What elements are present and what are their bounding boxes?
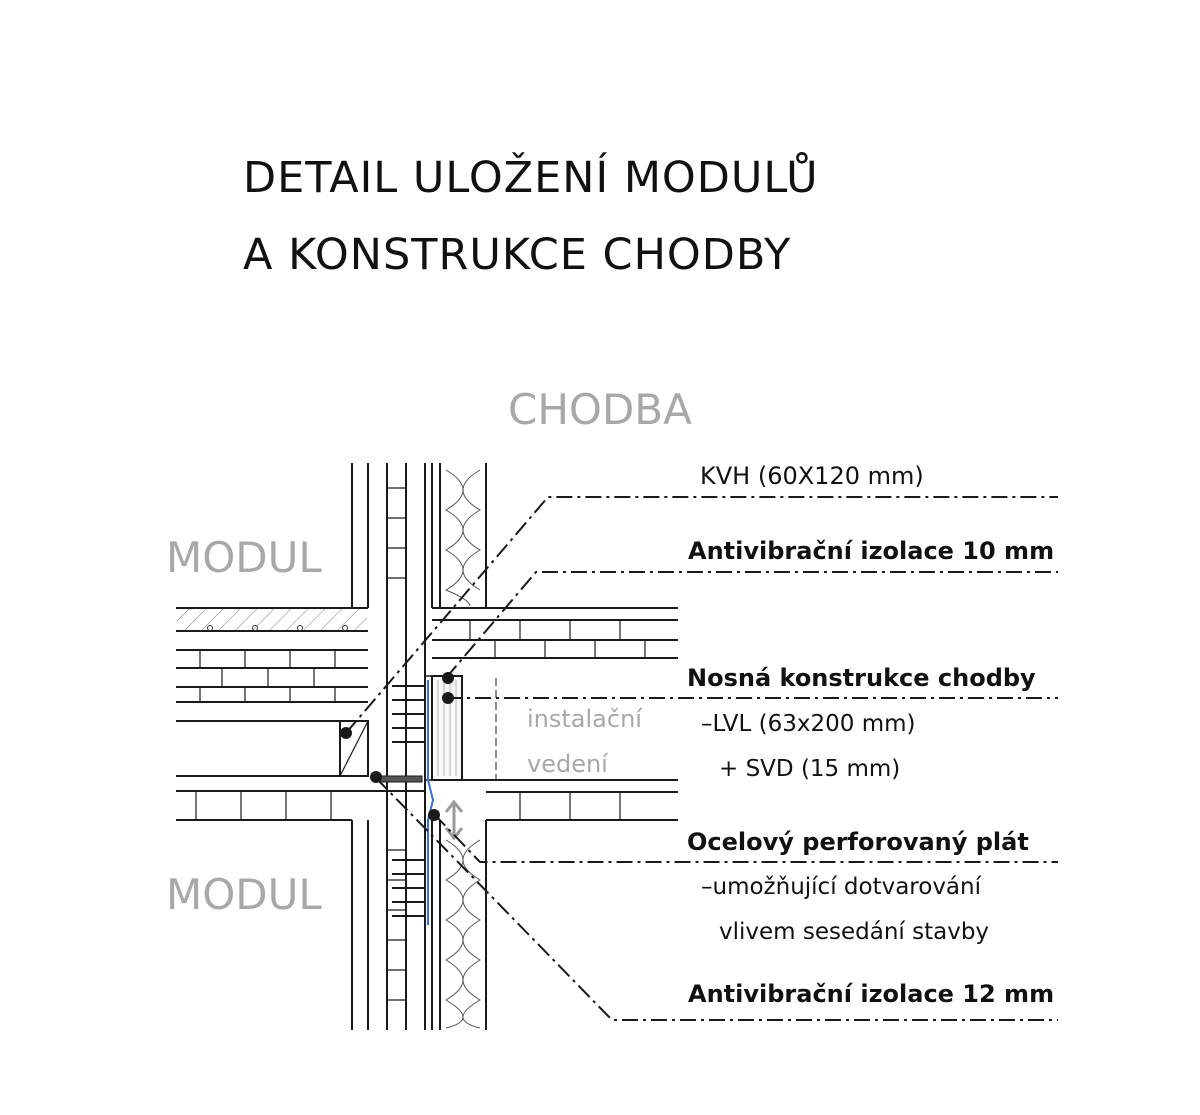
floor-screed-hatch <box>177 609 367 630</box>
screws-lower <box>392 859 425 917</box>
corridor-floor-slab <box>432 607 678 821</box>
screws-upper <box>392 685 425 743</box>
leader-lines <box>345 496 1058 1021</box>
lvl-beam <box>431 675 463 781</box>
kvh-beam-section <box>339 720 369 777</box>
dot-structure <box>442 692 454 704</box>
insulation-wave-bottom <box>445 839 464 1029</box>
leader-antivib10 <box>445 571 1058 679</box>
corridor-wall-insulation <box>431 463 487 1030</box>
insulation-wave-top-2 <box>462 469 481 591</box>
corridor-board-joints <box>469 620 646 820</box>
zone-installation-line1: instalační <box>527 705 642 733</box>
dot-plate <box>428 809 440 821</box>
label-plate-desc1: –umožňující dotvarování <box>701 874 981 900</box>
insulation-wave-top <box>444 469 471 607</box>
kvh-beam-cross <box>339 720 369 777</box>
dot-antivib12 <box>370 771 382 783</box>
label-antivib-10: Antivibrační izolace 10 mm <box>688 537 1055 565</box>
wall-board-joints <box>387 487 406 1001</box>
zone-module-top: MODUL <box>166 533 322 582</box>
floor-board-joints <box>195 650 336 820</box>
label-plate-title: Ocelový perforovaný plát <box>687 828 1029 856</box>
label-antivib-12: Antivibrační izolace 12 mm <box>688 980 1055 1008</box>
dot-kvh <box>340 727 352 739</box>
title-line-1: DETAIL ULOŽENÍ MODULŮ <box>243 153 819 203</box>
label-structure-lvl: –LVL (63x200 mm) <box>701 711 916 737</box>
label-structure-title: Nosná konstrukce chodby <box>687 664 1036 692</box>
leader-plate <box>433 813 1058 863</box>
steel-perforated-plate <box>427 680 435 925</box>
zone-module-bottom: MODUL <box>166 870 322 919</box>
insulation-wave-bottom-2 <box>462 839 481 1029</box>
module-floor-slab <box>176 607 425 821</box>
zone-corridor: CHODBA <box>508 385 692 434</box>
leader-kvh <box>345 496 1058 734</box>
label-kvh: KVH (60X120 mm) <box>700 462 924 490</box>
label-plate-desc2: vlivem sesedání stavby <box>719 919 990 945</box>
title-line-2: A KONSTRUKCE CHODBY <box>243 230 792 280</box>
label-structure-svd: + SVD (15 mm) <box>719 756 901 782</box>
floor-dots <box>207 625 348 631</box>
zone-installation-line2: vedení <box>527 750 608 778</box>
settlement-arrow <box>444 799 464 841</box>
leader-dots <box>340 672 454 821</box>
dot-antivib10 <box>442 672 454 684</box>
